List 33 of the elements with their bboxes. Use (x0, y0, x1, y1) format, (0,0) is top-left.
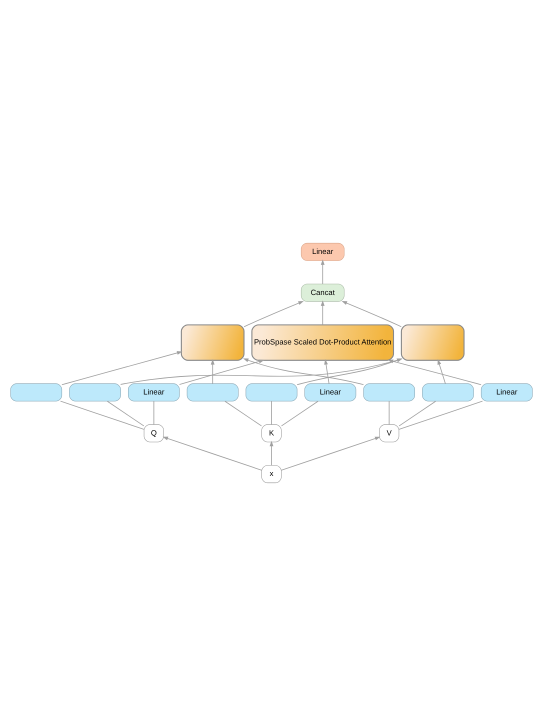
connector (153, 400, 154, 425)
connector (60, 400, 144, 430)
node-box (180, 324, 245, 361)
connector (271, 400, 272, 425)
arrow (120, 358, 402, 385)
node-box (422, 383, 474, 402)
arrow (320, 259, 325, 284)
node-box (246, 383, 298, 402)
arrow (162, 436, 262, 471)
node-box (69, 383, 121, 402)
arrow (438, 359, 446, 384)
node-box (363, 383, 416, 402)
connector (106, 400, 144, 426)
connector (398, 400, 483, 430)
node-box (10, 383, 62, 402)
arrow (324, 359, 330, 384)
arrow (388, 360, 482, 386)
arrow (210, 359, 215, 384)
node-box (400, 324, 465, 361)
connector (224, 400, 262, 426)
arrow (342, 300, 402, 328)
arrow (243, 358, 364, 386)
connector (281, 400, 318, 426)
arrow (296, 358, 402, 386)
connector (388, 400, 390, 425)
arrow (320, 300, 325, 326)
arrow (179, 360, 264, 385)
node-box (186, 383, 239, 402)
arrow (280, 436, 380, 471)
arrow (61, 351, 182, 386)
connector (398, 400, 436, 426)
arrow (270, 440, 274, 466)
arrow (244, 300, 304, 328)
